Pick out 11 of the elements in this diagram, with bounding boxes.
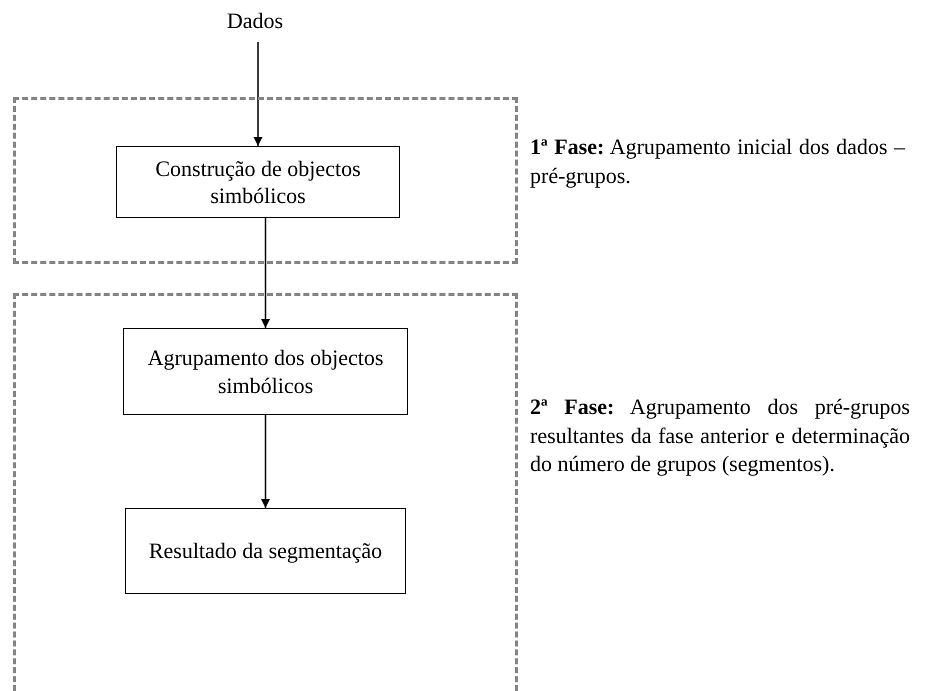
phase-description: 1ª Fase: Agrupamento inicial dos dados – pré-grupos. xyxy=(530,133,905,190)
arrow xyxy=(261,218,270,328)
phase-description: 2ª Fase: Agrupamento dos pré-grupos resultantes da fase anterior e determinação do número de grupos (segmentos). xyxy=(530,393,910,478)
arrow xyxy=(254,42,262,146)
dashed-group-box xyxy=(13,293,518,691)
process-box: Resultado da segmentação xyxy=(125,508,406,594)
process-box: Construção de objectos simbólicos xyxy=(116,146,400,218)
dashed-group-box xyxy=(13,97,518,264)
input-label: Dados xyxy=(200,8,310,42)
process-box: Agrupamento dos objectos simbólicos xyxy=(123,328,408,415)
arrow xyxy=(261,415,270,508)
